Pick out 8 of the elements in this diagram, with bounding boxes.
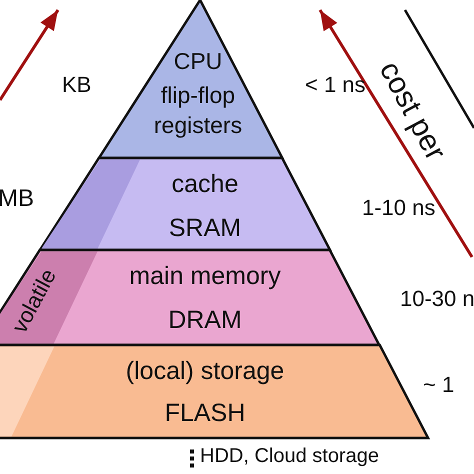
latency-label: 1-10 ns [362,195,436,221]
latency-label: ~ 1 [423,372,454,398]
latency-label: < 1 ns [305,72,366,98]
size-label: KB [62,72,92,98]
latency-label: 10-30 n [400,286,474,312]
size-label: MB [0,185,34,213]
axis-title: cost per [372,56,452,166]
note: HDD, Cloud storage [200,445,379,468]
